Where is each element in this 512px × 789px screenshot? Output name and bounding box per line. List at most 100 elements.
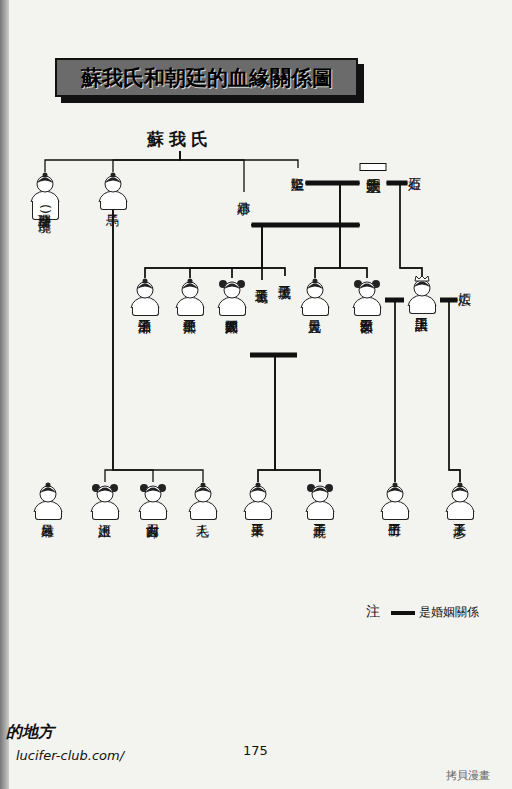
descent-line [145,225,262,278]
person-node: 雄麻呂 [30,482,66,520]
figure-topknot [111,173,116,178]
figure-head [250,486,266,502]
descent-line [340,183,367,278]
person-node: 毛人 [185,482,221,520]
person-figure [214,278,250,308]
page-number: 175 [243,743,268,758]
figure-head [452,486,468,502]
watermark: 拷貝漫畫 [446,768,490,783]
figure-topknot [46,483,51,488]
person-robe: 毛人 [190,511,217,520]
figure-hair [250,488,266,494]
legend-text: 是婚姻關係 [419,604,479,621]
figure-hair [137,284,153,290]
figure-head [312,486,328,502]
figure-head [37,176,53,192]
figure-hair [37,178,53,184]
person-node: 廐戸王子 [302,482,338,520]
person-figure [377,482,413,512]
person-figure [404,276,440,306]
person-figure [95,172,131,202]
emperor-box: 欽明天皇 [360,163,387,171]
figure-hair [414,282,430,288]
descent-line [262,225,360,280]
descent-line [190,225,360,278]
person-node: 訳語田大王 [404,276,440,314]
descent-line [250,355,320,482]
watermark: lucifer-club.com/ [16,748,124,763]
person-node: 来目王子 [240,482,276,520]
page-binding-edge [0,0,9,789]
person-node: 竹田王子 [377,482,413,520]
person-node: 河上娘 [87,482,123,520]
legend-line-sample [391,611,415,615]
figure-topknot [188,279,193,284]
descent-line [45,151,180,172]
watermark: 的地方 [6,722,54,743]
legend-entry: 是婚姻關係 [391,604,479,621]
person-robe: 刀自古郎女 [140,511,167,520]
person-node: 摩理勢(境部) [27,172,63,220]
figure-head [195,486,211,502]
descent-line [232,225,262,278]
descent-line [400,183,422,276]
descent-line [190,225,262,278]
figure-topknot [256,483,261,488]
descent-line [252,225,263,280]
descent-line [180,151,244,192]
figure-hair [359,284,375,290]
person-robe: 泊瀬部王子 [132,307,159,316]
figure-topknot [43,173,48,178]
figure-head [40,486,56,502]
person-figure [87,482,123,512]
figure-head [182,282,198,298]
figure-hair [312,488,328,494]
descent-line [113,151,180,172]
figure-topknot [393,483,398,488]
person-figure [172,278,208,308]
person-figure [240,482,276,512]
figure-crown [415,276,429,281]
descent-line [385,300,395,482]
figure-head [307,282,323,298]
descent-line [113,210,203,482]
descent-line [250,355,275,482]
figure-head [414,280,430,296]
figure-hair [182,284,198,290]
figure-head [97,486,113,502]
person-figure [185,482,221,512]
person-node: 穴穂部王子 [172,278,208,316]
figure-hair [105,178,121,184]
person-figure [349,278,385,308]
note-label: 注 [366,603,380,621]
descent-line [145,225,360,278]
figure-hair [97,488,113,494]
figure-topknot [143,279,148,284]
descent-line [449,300,460,482]
descent-line [387,183,423,276]
descent-line [440,300,460,482]
person-robe: 摩理勢(境部) [32,201,59,220]
person-figure [30,482,66,512]
person-figure [442,482,478,512]
figure-topknot [313,279,318,284]
figure-head [145,486,161,502]
figure-hair [452,488,468,494]
figure-hair [224,284,240,290]
person-node: 彦人王子 [442,482,478,520]
descent-line [113,210,153,482]
person-robe: 訳語田大王 [409,305,436,314]
figure-hair [40,488,56,494]
person-name: 摩理勢(境部) [38,204,53,214]
figure-head [224,282,240,298]
person-node: 泊瀬部王子 [127,278,163,316]
person-figure [135,482,171,512]
person-node: 豊日大兄 [297,278,333,316]
figure-hair [195,488,211,494]
person-figure [302,482,338,512]
person-robe: 豊日大兄 [302,307,329,316]
person-robe: 彦人王子 [447,511,474,520]
person-robe: 額田部女王 [354,307,381,316]
